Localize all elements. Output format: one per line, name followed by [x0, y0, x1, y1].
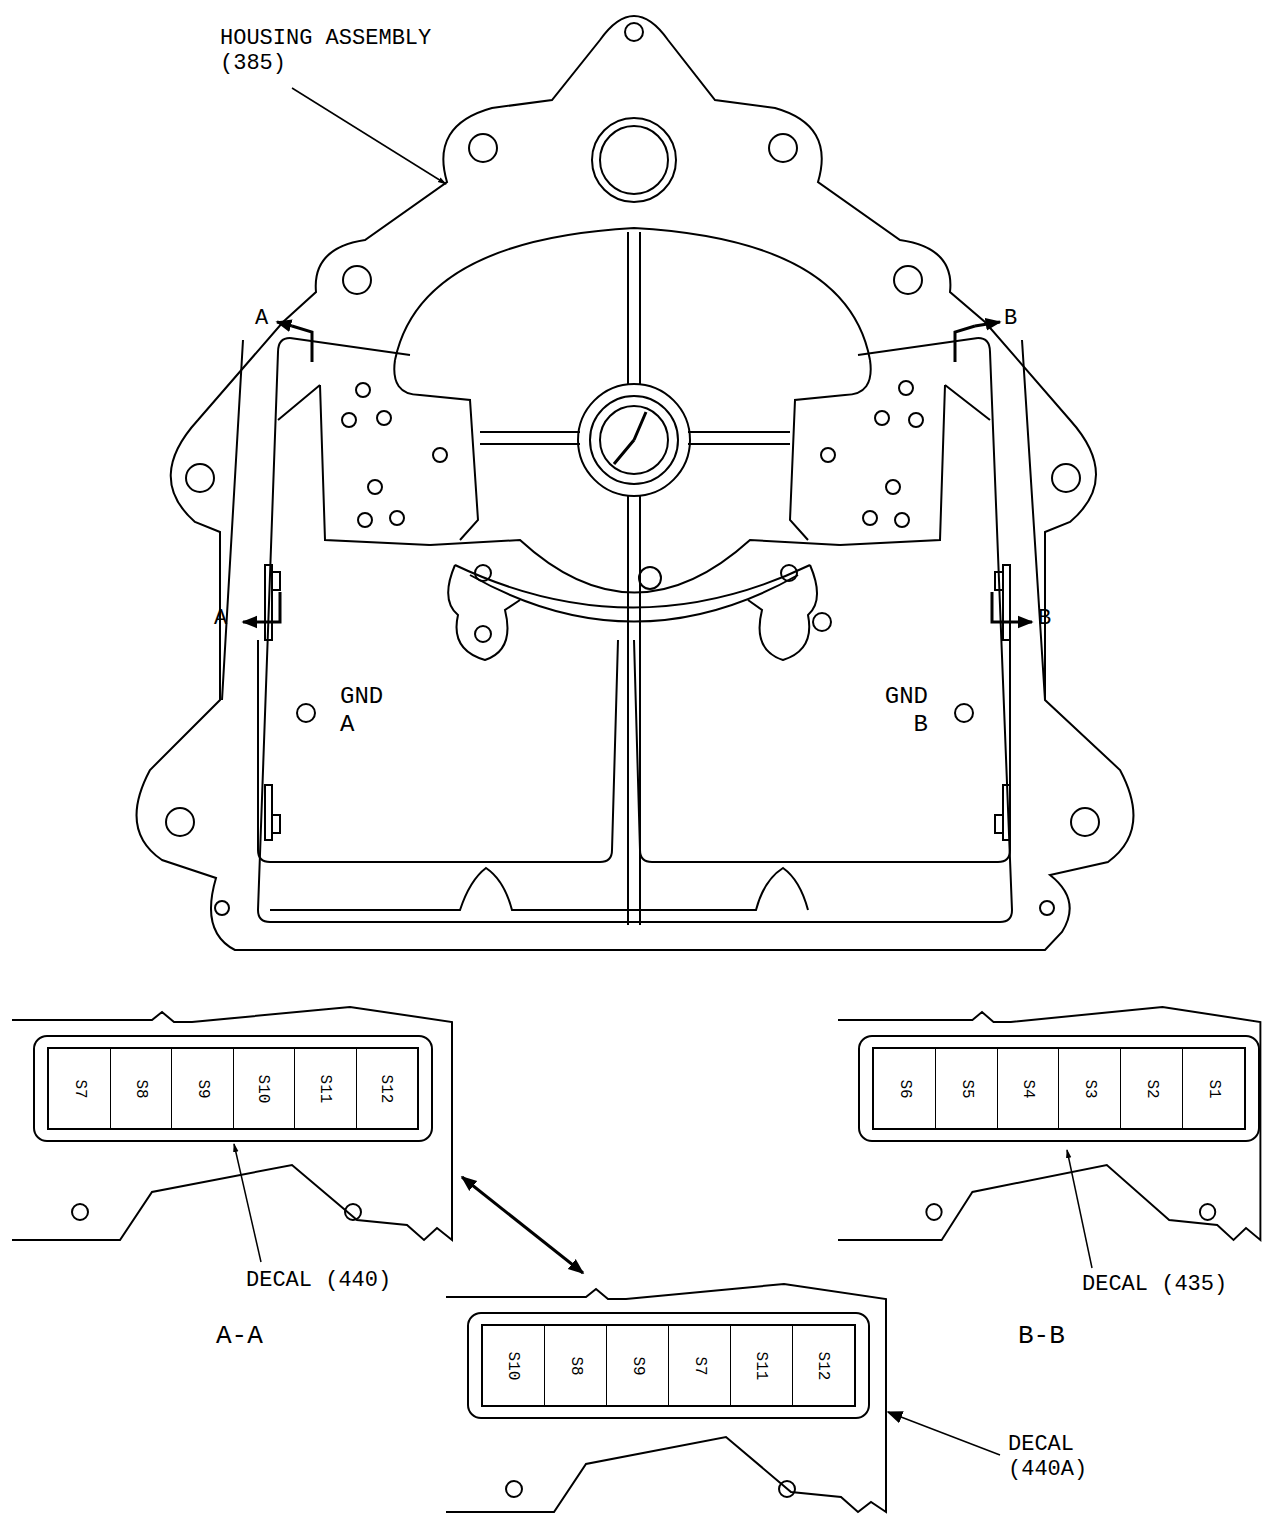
decal-cell: S10	[483, 1326, 544, 1405]
section-title: A-A	[216, 1322, 296, 1352]
switch-label: S11	[753, 1351, 771, 1380]
decal-cell: S7	[49, 1049, 110, 1128]
decal-cell: S11	[294, 1049, 356, 1128]
decal-cell: S9	[606, 1326, 668, 1405]
decal-cell: S12	[356, 1049, 418, 1128]
switch-label: S10	[255, 1074, 273, 1103]
decal-cell: S2	[1120, 1049, 1182, 1128]
decal-cell: S8	[110, 1049, 172, 1128]
decal-cell: S1	[1182, 1049, 1244, 1128]
section-letter: B	[1004, 306, 1034, 331]
ground-label: GND B	[866, 683, 928, 738]
section-letter: A	[255, 306, 285, 331]
part-name: HOUSING ASSEMBLY (385)	[220, 26, 455, 77]
switch-label: S11	[316, 1074, 334, 1103]
switch-label: S2	[1143, 1079, 1161, 1098]
decal-cell: S8	[544, 1326, 606, 1405]
switch-label: S7	[690, 1356, 708, 1375]
switch-label: S4	[1019, 1079, 1037, 1098]
decal-cell: S7	[668, 1326, 730, 1405]
decal-cells: S7 S8 S9 S10 S11 S12	[47, 1047, 419, 1130]
callout-label: DECAL (435)	[1082, 1272, 1272, 1297]
decal-cell: S5	[935, 1049, 997, 1128]
decal-cells: S10 S8 S9 S7 S11 S12	[481, 1324, 856, 1407]
switch-label: S1	[1205, 1079, 1223, 1098]
decal: S10 S8 S9 S7 S11 S12	[467, 1312, 870, 1419]
switch-label: S8	[132, 1079, 150, 1098]
section-title: B-B	[1018, 1322, 1098, 1352]
switch-label: S6	[895, 1079, 913, 1098]
switch-label: S12	[378, 1074, 396, 1103]
decal: S6 S5 S4 S3 S2 S1	[858, 1035, 1260, 1142]
switch-label: S8	[566, 1356, 584, 1375]
decal-cell: S10	[233, 1049, 295, 1128]
decal-cell: S12	[792, 1326, 854, 1405]
decal-cell: S11	[730, 1326, 792, 1405]
decal-cell: S4	[997, 1049, 1059, 1128]
switch-label: S7	[70, 1079, 88, 1098]
switch-label: S9	[193, 1079, 211, 1098]
callout-label: DECAL (440A)	[1008, 1432, 1100, 1483]
decal-cell: S6	[874, 1049, 935, 1128]
switch-label: S10	[505, 1351, 523, 1380]
switch-label: S5	[957, 1079, 975, 1098]
ground-label: GND A	[340, 683, 402, 738]
callout-label: DECAL (440)	[246, 1268, 446, 1293]
section-letter: B	[1038, 606, 1068, 631]
swap-arrow	[462, 1177, 583, 1273]
switch-label: S3	[1081, 1079, 1099, 1098]
decal-cell: S3	[1058, 1049, 1120, 1128]
switch-label: S9	[628, 1356, 646, 1375]
decal-cell: S9	[171, 1049, 233, 1128]
decal-cells: S6 S5 S4 S3 S2 S1	[872, 1047, 1246, 1130]
switch-label: S12	[815, 1351, 833, 1380]
decal: S7 S8 S9 S10 S11 S12	[33, 1035, 433, 1142]
section-letter: A	[214, 606, 244, 631]
